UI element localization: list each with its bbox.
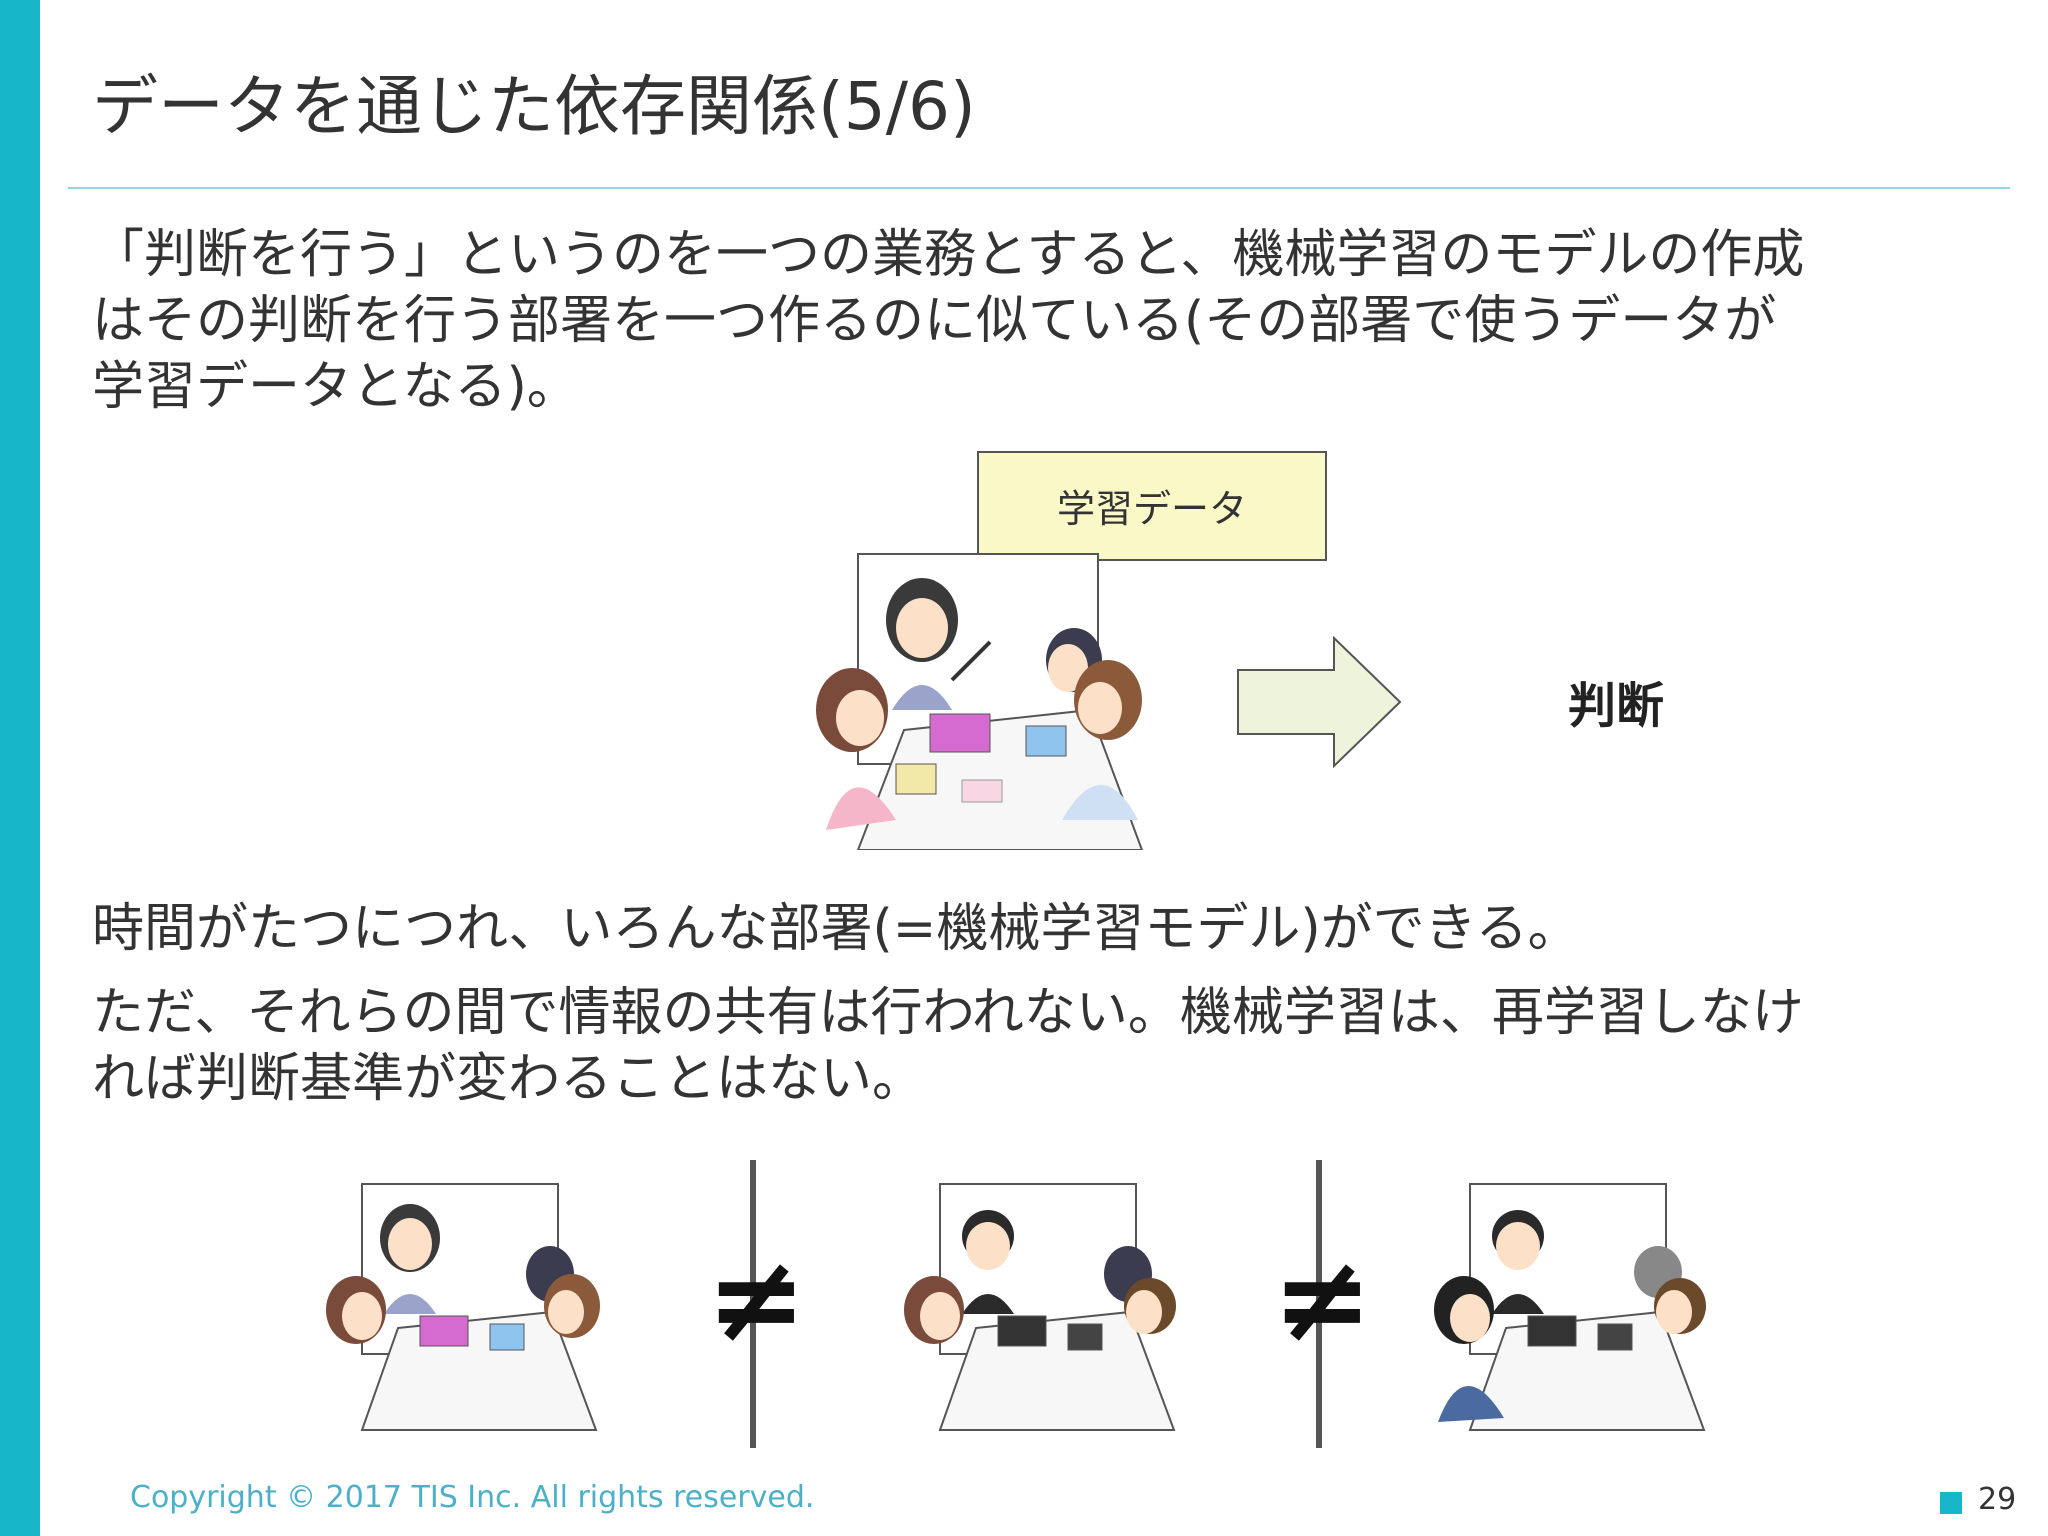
meeting-illustration-a [326, 1183, 600, 1431]
divider-line-2 [1316, 1160, 1322, 1448]
meeting-illustration-b [904, 1183, 1176, 1431]
laptop-yellow [895, 763, 937, 795]
slide-title: データを通じた依存関係(5/6) [92, 68, 976, 145]
attendee-left [816, 668, 896, 830]
paragraph-1: 「判断を行う」というのを一つの業務とすると、機械学習のモデルの作成 はその判断を… [92, 222, 1804, 420]
accent-bar [0, 0, 40, 1536]
paragraph-2: 時間がたつにつれ、いろんな部署(=機械学習モデル)ができる。 [92, 899, 1580, 959]
attendee-right-2 [1062, 660, 1142, 820]
laptop-pink [929, 713, 991, 753]
paragraph-1-line-1: 「判断を行う」というのを一つの業務とすると、機械学習のモデルの作成 [92, 225, 1805, 285]
callout-label: 学習データ [1056, 486, 1247, 531]
title-divider [68, 187, 2010, 189]
paragraph-3-line-1: ただ、それらの間で情報の共有は行われない。機械学習は、再学習しなけ [92, 983, 1804, 1043]
page-number: 29 [1978, 1482, 2017, 1517]
training-data-callout: 学習データ [976, 450, 1328, 587]
not-equal-symbol-2: ≠ [1272, 1230, 1373, 1369]
right-arrow-icon [1237, 636, 1402, 768]
copyright-notice: Copyright © 2017 TIS Inc. All rights res… [130, 1480, 815, 1515]
paragraph-3: ただ、それらの間で情報の共有は行われない。機械学習は、再学習しなけ れば判断基準… [92, 980, 1804, 1112]
laptop-blue [1025, 725, 1067, 757]
divider-line-1 [750, 1160, 756, 1448]
meeting-illustration-main [816, 553, 1144, 850]
paragraph-1-line-2: はその判断を行う部署を一つ作るのに似ている(その部署で使うデータが [92, 291, 1777, 351]
paragraph-1-line-3: 学習データとなる)。 [92, 357, 579, 417]
page-marker-icon [1940, 1492, 1962, 1514]
papers [961, 779, 1003, 803]
paragraph-3-line-2: れば判断基準が変わることはない。 [92, 1049, 925, 1109]
meeting-illustration-c [1434, 1183, 1706, 1431]
presenter-figure [886, 578, 992, 710]
judgment-label: 判断 [1568, 678, 1665, 734]
not-equal-symbol-1: ≠ [706, 1230, 807, 1369]
